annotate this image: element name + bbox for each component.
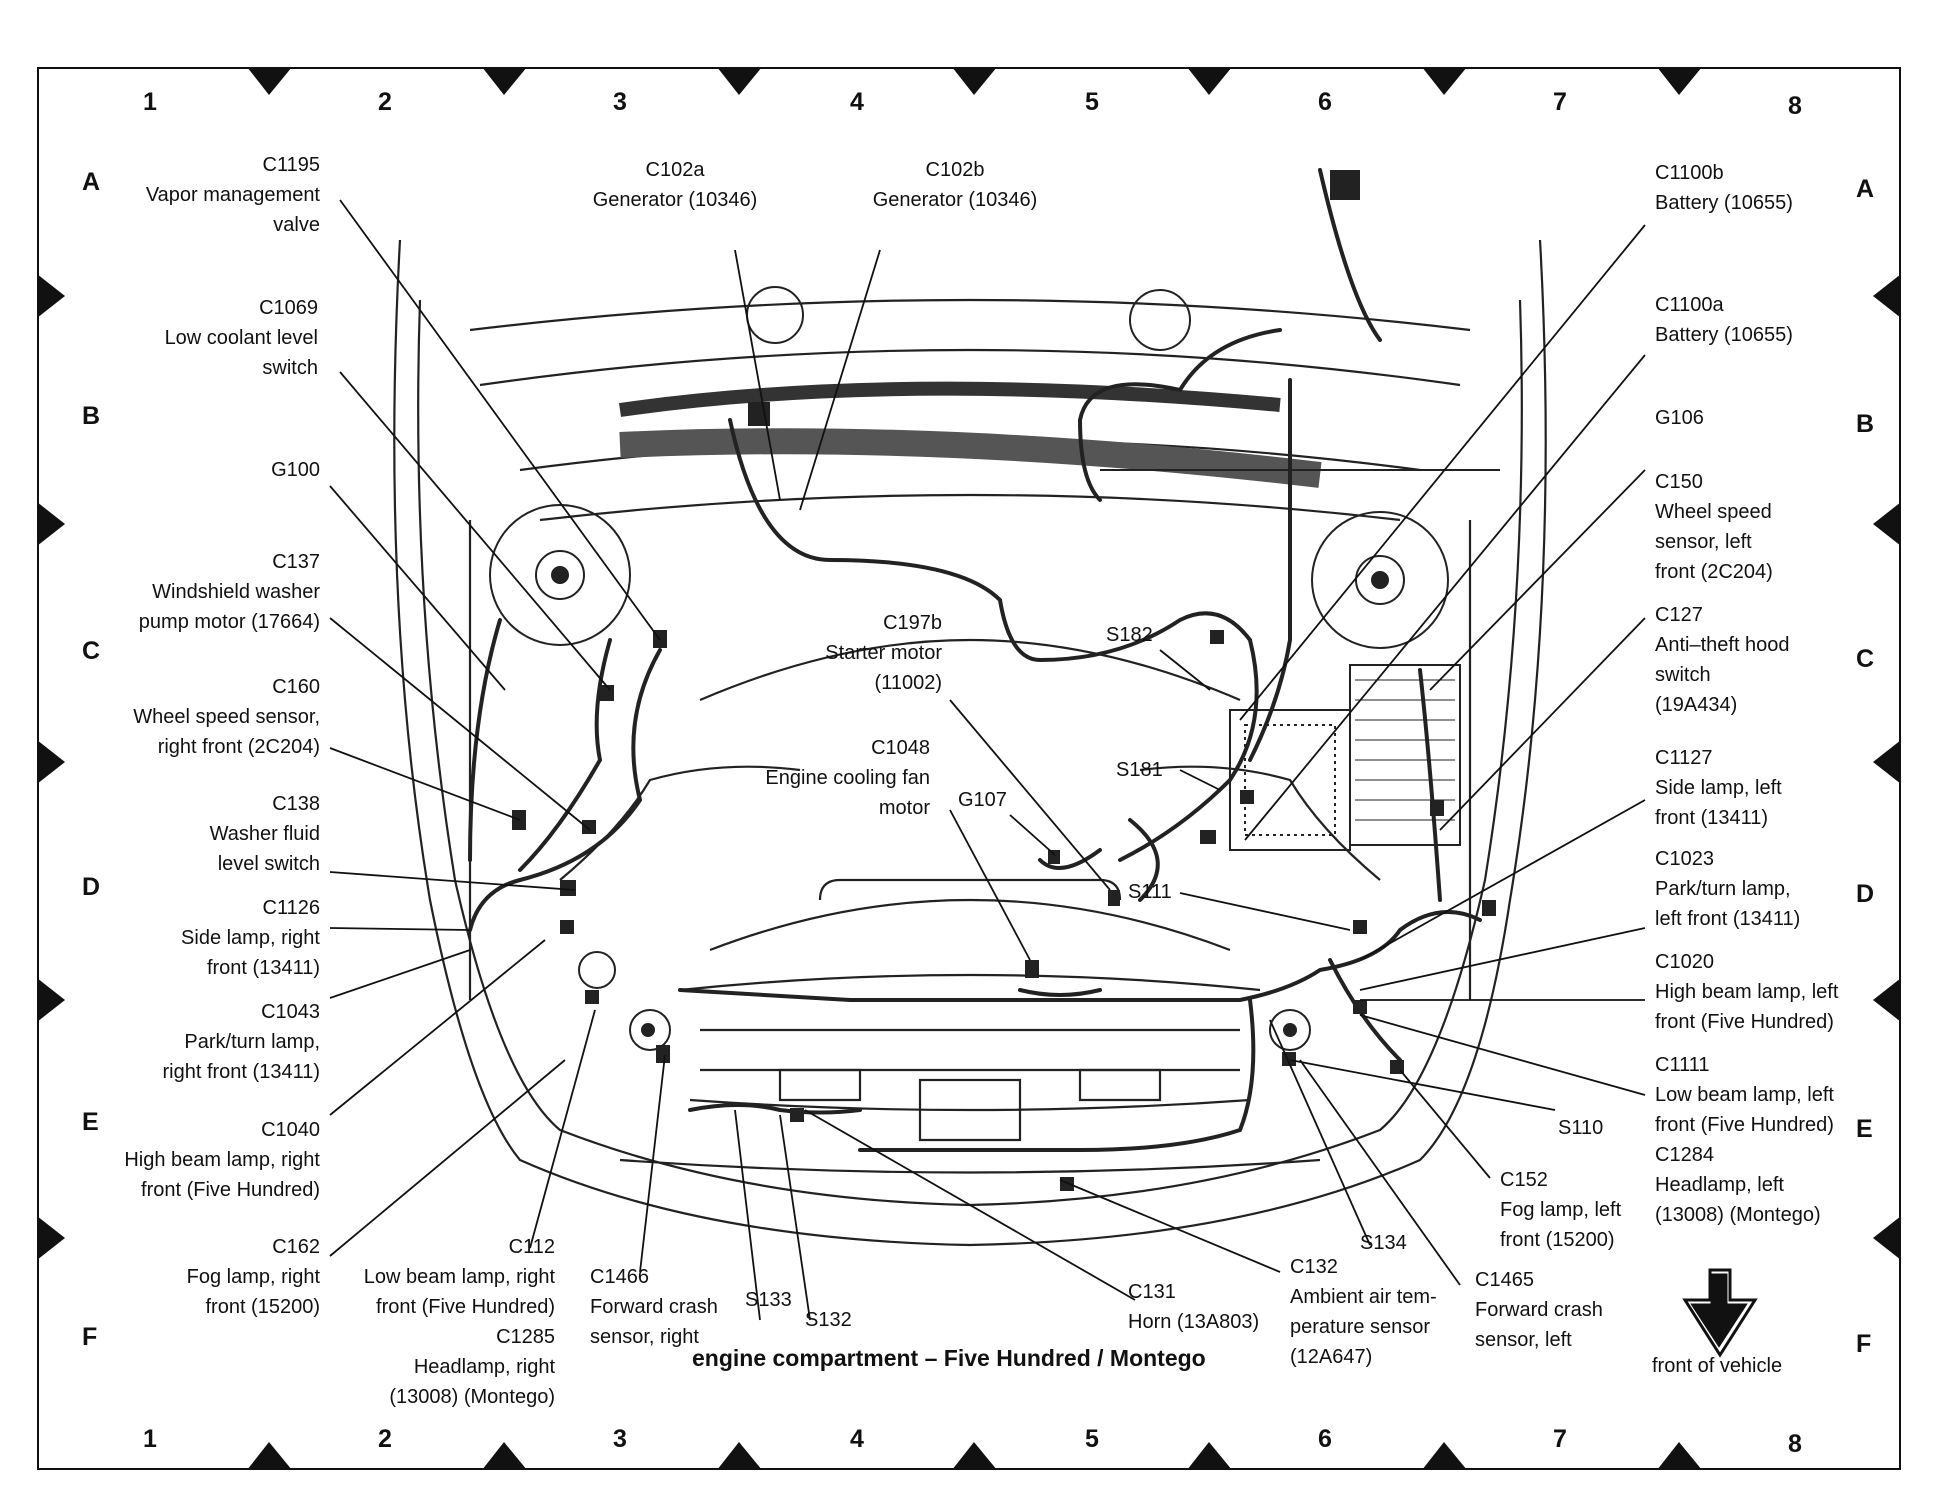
grid-row-d-right: D [1856, 880, 1875, 908]
grid-row-c: C [82, 637, 101, 665]
grid-col-7: 7 [1553, 88, 1567, 116]
callout-s182: S182 [1106, 624, 1153, 646]
grid-col-8: 8 [1788, 92, 1802, 120]
callout-s134: S134 [1360, 1232, 1407, 1254]
grid-row-b: B [82, 402, 101, 430]
grid-row-b-right: B [1856, 410, 1875, 438]
leader-lines [329, 199, 1646, 1321]
callout-s110: S110 [1558, 1117, 1604, 1139]
grid-row-f-right: F [1856, 1330, 1872, 1358]
battery-drawing [1229, 664, 1461, 851]
grid-col-5-bottom: 5 [1085, 1425, 1099, 1453]
diagram-caption: engine compartment – Five Hundred / Mont… [692, 1345, 1206, 1371]
grid-col-5: 5 [1085, 88, 1099, 116]
callout-s132: S132 [805, 1309, 852, 1331]
callout-g106: G106 [1655, 407, 1704, 429]
front-arrow-icon [1682, 1268, 1758, 1358]
strut-towers [489, 286, 1449, 1051]
grid-row-e-right: E [1856, 1115, 1873, 1143]
callout-g107: G107 [958, 789, 1007, 811]
grid-col-4-bottom: 4 [850, 1425, 864, 1453]
grid-col-2-bottom: 2 [378, 1425, 392, 1453]
cowl-grille [619, 381, 1500, 488]
callout-s133: S133 [745, 1289, 792, 1311]
grid-col-3: 3 [613, 88, 627, 116]
grid-markers [37, 67, 1901, 1470]
grid-col-6: 6 [1318, 88, 1332, 116]
grid-row-f: F [82, 1323, 98, 1351]
front-of-vehicle-label: front of vehicle [1652, 1355, 1783, 1377]
callout-s111: S111 [1128, 881, 1172, 903]
callout-g100: G100 [271, 459, 320, 481]
grid-row-d: D [82, 873, 101, 901]
grid-row-e: E [82, 1108, 99, 1136]
grid-row-a-right: A [1856, 175, 1875, 203]
grid-col-1-bottom: 1 [143, 1425, 157, 1453]
grid-col-6-bottom: 6 [1318, 1425, 1332, 1453]
grid-col-4: 4 [850, 88, 864, 116]
grid-col-1: 1 [143, 88, 157, 116]
wiring-harness [468, 168, 1482, 1152]
grid-col-2: 2 [378, 88, 392, 116]
grid-row-a: A [82, 168, 101, 196]
connectors [512, 170, 1496, 1191]
callout-s181: S181 [1116, 759, 1163, 781]
grid-row-c-right: C [1856, 645, 1875, 673]
grid-col-8-bottom: 8 [1788, 1430, 1802, 1458]
grid-col-7-bottom: 7 [1553, 1425, 1567, 1453]
grid-col-3-bottom: 3 [613, 1425, 627, 1453]
